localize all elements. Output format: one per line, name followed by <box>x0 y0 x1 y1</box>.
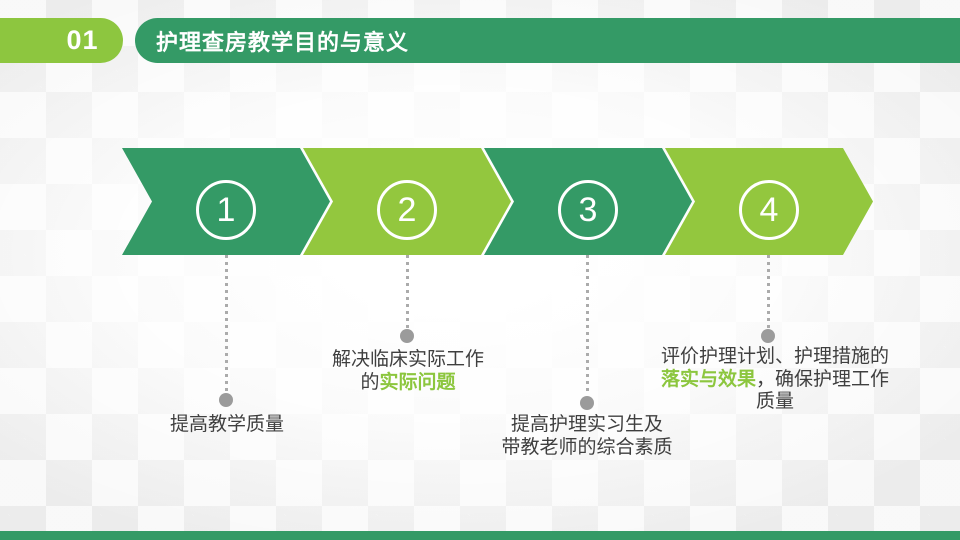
section-number-badge: 01 <box>0 18 123 63</box>
step-1-dotted-connector <box>225 255 228 393</box>
step-2-text: 解决临床实际工作 <box>331 349 484 370</box>
step-3-connector-dot <box>580 396 594 410</box>
bottom-accent-bar <box>0 531 960 540</box>
step-4-text: 评价护理计划、护理措施的 <box>660 346 889 367</box>
step-4-connector-dot <box>761 329 775 343</box>
step-2-number-badge: 2 <box>377 180 437 240</box>
step-1-text: 提高教学质量 <box>169 414 284 435</box>
step-1-description-line: 提高教学质量 <box>67 414 387 437</box>
page-title: 护理查房教学目的与意义 <box>156 29 410 55</box>
step-4-description-line: 质量 <box>615 391 935 414</box>
step-1-description: 提高教学质量 <box>67 414 387 437</box>
step-3-description: 提高护理实习生及 带教老师的综合素质 <box>427 414 747 459</box>
step-4-number-badge: 4 <box>739 180 799 240</box>
step-2-connector-dot <box>400 329 414 343</box>
step-3-dotted-connector <box>586 255 589 395</box>
step-1-number: 1 <box>216 190 236 229</box>
step-1-chevron: 1 <box>122 148 330 255</box>
step-2-description: 解决临床实际工作 的实际问题 <box>248 349 568 394</box>
step-4-description: 评价护理计划、护理措施的 落实与效果，确保护理工作 质量 <box>615 346 935 414</box>
step-2-highlight-text: 实际问题 <box>379 371 456 393</box>
step-4-text: ，确保护理工作 <box>756 368 890 390</box>
step-4-text: 质量 <box>755 391 794 412</box>
section-number: 01 <box>66 25 99 55</box>
title-bar: 护理查房教学目的与意义 <box>135 18 960 63</box>
step-2-description-line: 的实际问题 <box>248 372 568 395</box>
step-3-number-badge: 3 <box>558 180 618 240</box>
step-2-dotted-connector <box>406 255 409 328</box>
step-4-description-line: 落实与效果，确保护理工作 <box>615 369 935 392</box>
step-3-text: 带教老师的综合素质 <box>501 436 673 458</box>
step-4-highlight-text: 落实与效果 <box>660 368 756 390</box>
step-4-description-line: 评价护理计划、护理措施的 <box>615 346 935 369</box>
step-3-description-line: 提高护理实习生及 <box>427 414 747 437</box>
step-4-dotted-connector <box>767 255 770 328</box>
step-1-number-badge: 1 <box>196 180 256 240</box>
step-2-number: 2 <box>397 190 417 229</box>
step-2-description-line: 解决临床实际工作 <box>248 349 568 372</box>
step-3-description-line: 带教老师的综合素质 <box>427 437 747 460</box>
step-4-number: 4 <box>759 190 779 229</box>
step-3-number: 3 <box>578 190 598 229</box>
step-1-connector-dot <box>219 393 233 407</box>
step-3-chevron: 3 <box>484 148 692 255</box>
step-2-text: 的 <box>360 371 380 393</box>
step-2-chevron: 2 <box>303 148 511 255</box>
step-3-text: 提高护理实习生及 <box>510 414 663 435</box>
step-4-chevron: 4 <box>665 148 873 255</box>
